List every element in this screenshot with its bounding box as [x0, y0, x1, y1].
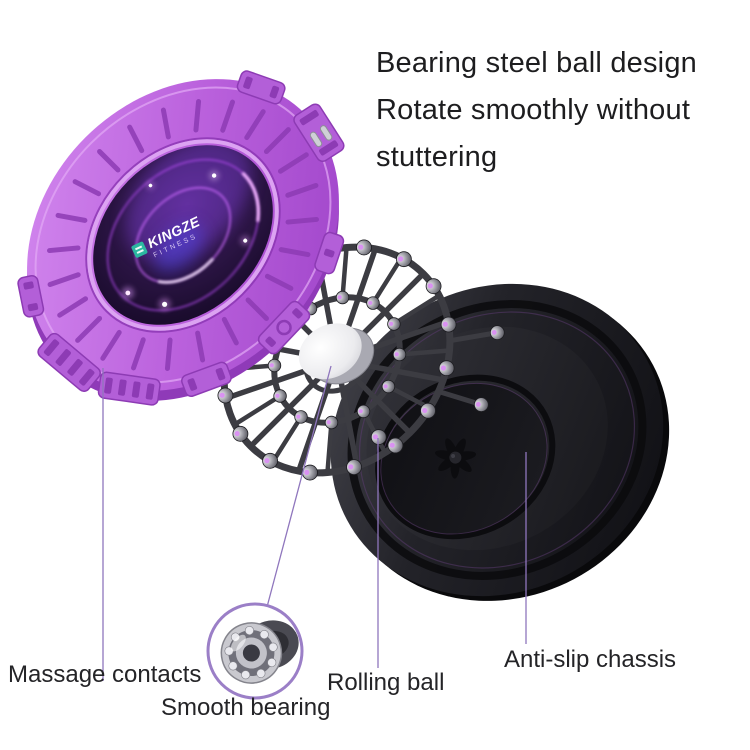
brand-logo-icon [131, 241, 148, 258]
headline: Bearing steel ball design Rotate smoothl… [376, 40, 746, 181]
leader-smooth-bearing [266, 365, 332, 608]
headline-line-2: Rotate smoothly without [376, 94, 691, 126]
center-bearing-hub [298, 323, 375, 385]
massage-disc: KINGZE FITNESS [17, 70, 345, 406]
disc-massage-ticks [46, 98, 320, 372]
callout-rolling-ball: Rolling ball [327, 669, 445, 696]
headline-line-1: Bearing steel ball design [376, 47, 697, 79]
disc-bevel-ring [87, 139, 279, 331]
disc-glow-art [106, 135, 260, 312]
anti-slip-chassis [330, 283, 670, 601]
disc-edge-tabs [17, 70, 345, 406]
headline-line-3: stuttering [376, 141, 498, 173]
chassis-recess-accent [380, 382, 548, 535]
callout-massage-contacts: Massage contacts [8, 661, 202, 688]
leader-lines [102, 365, 527, 681]
chassis-recess-rim [375, 374, 556, 540]
inset-bearing-photo [220, 620, 299, 684]
chassis-center-screw [434, 438, 477, 479]
callout-anti-slip-chassis: Anti-slip chassis [504, 646, 677, 673]
bearing-inset [206, 602, 304, 700]
chassis-purple-accent [358, 311, 636, 569]
callout-smooth-bearing: Smooth bearing [161, 694, 331, 721]
